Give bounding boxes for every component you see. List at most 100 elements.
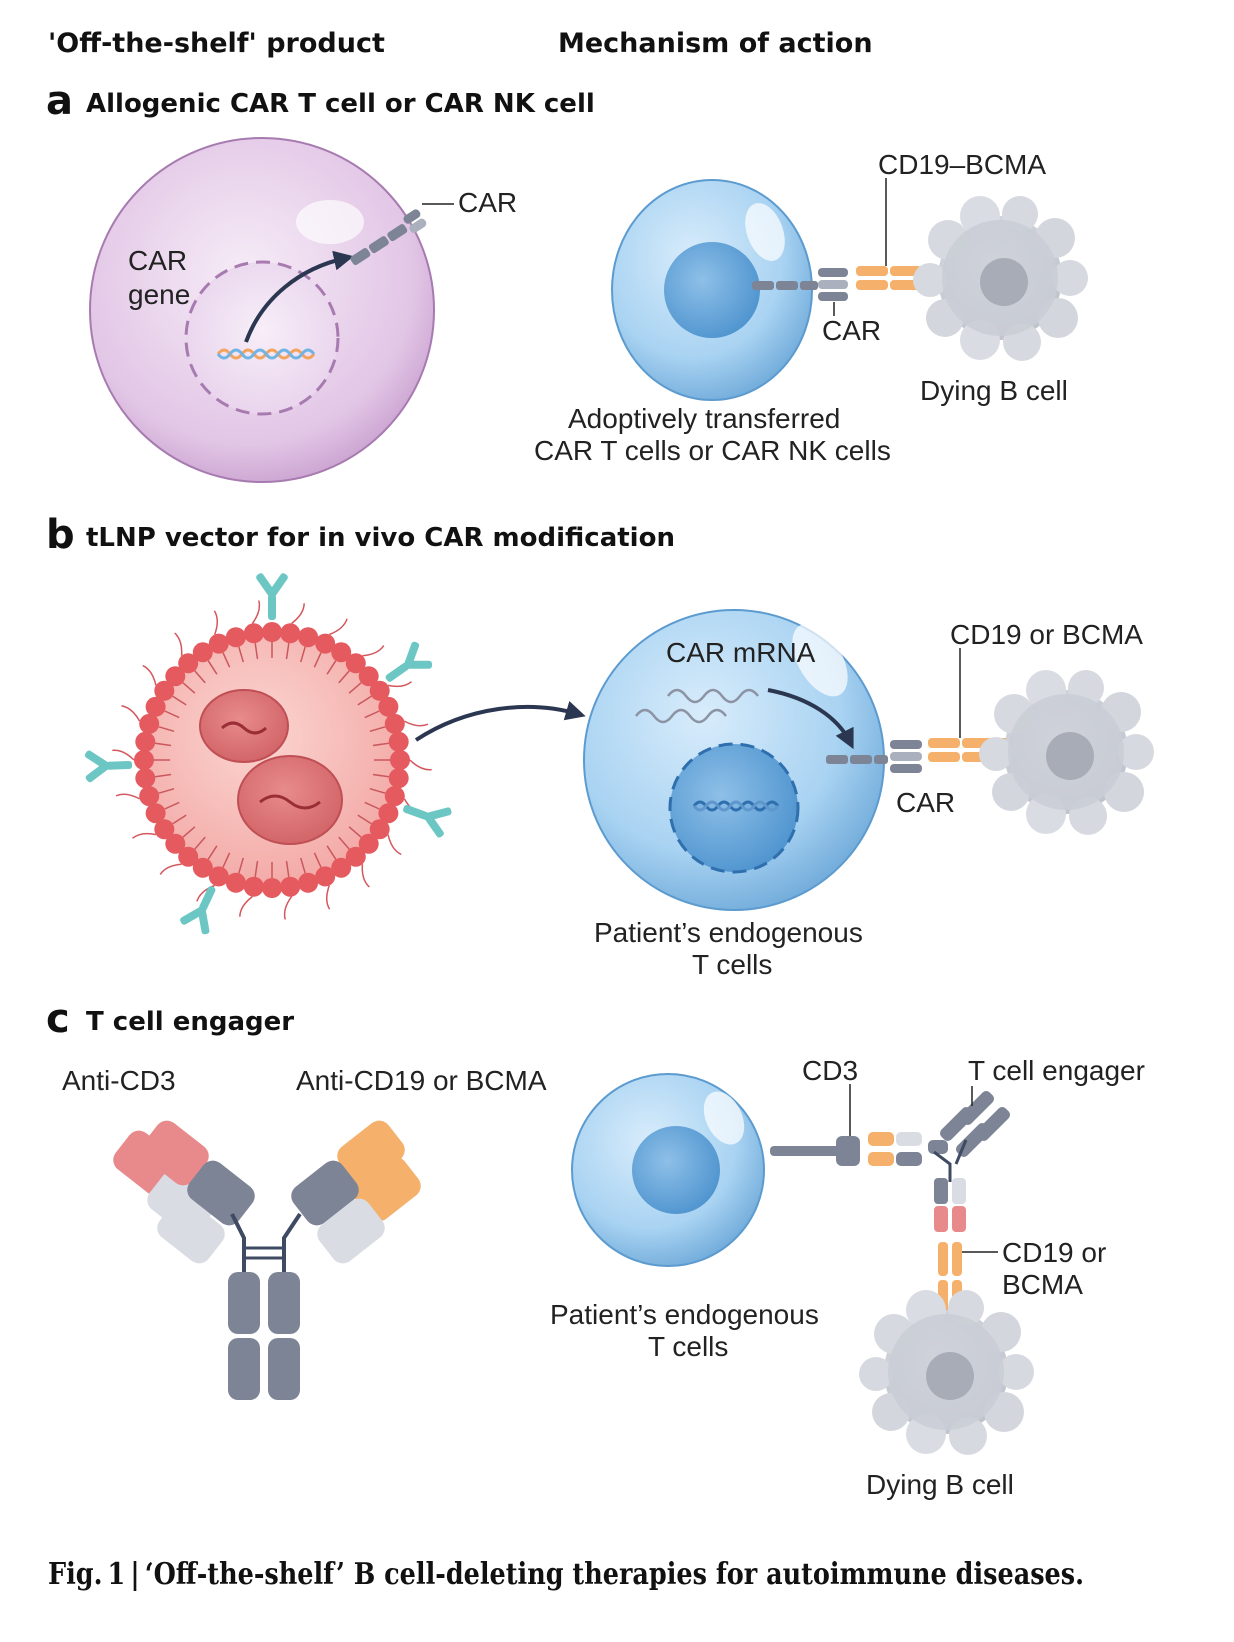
lipid-tail — [369, 726, 386, 733]
panel-c-anti-cd19: Anti-CD19 or BCMA — [296, 1065, 547, 1096]
panel-b-title: tLNP vector for in vivo CAR modification — [86, 523, 675, 553]
lipid-tail — [326, 845, 337, 860]
lipid-bead — [135, 731, 156, 752]
panel-c-title: T cell engager — [86, 1007, 294, 1037]
lipid-bead — [384, 713, 405, 734]
peg-tail — [251, 600, 261, 624]
lipid-tail — [194, 836, 206, 850]
lipid-bead — [369, 819, 390, 840]
surface-antibody — [180, 886, 216, 935]
panel-a-car-label-right: CAR — [822, 315, 881, 346]
peg-tail — [387, 681, 412, 688]
lipid-tail — [326, 660, 337, 675]
panel-c-cells-line2: T cells — [648, 1331, 728, 1362]
lipid-bead — [345, 653, 366, 674]
lipid-bead — [208, 866, 229, 887]
endogenous-t-cell-c — [571, 1073, 765, 1267]
lipid-tail — [194, 670, 206, 684]
lipid-bead — [208, 633, 229, 654]
bound-engager — [868, 1090, 1011, 1232]
lipid-tail — [338, 836, 350, 850]
lipid-bead — [225, 627, 246, 648]
peg-tail — [112, 749, 135, 761]
panel-c-letter: c — [46, 996, 70, 1042]
peg-tail — [239, 895, 253, 917]
lipid-bead — [298, 872, 319, 893]
peg-tail — [142, 664, 157, 686]
lipid-tail — [155, 742, 172, 747]
figure-caption: Fig. 1 | ‘Off-the-shelf’ B cell-deleting… — [48, 1557, 1084, 1592]
lipid-tail — [182, 826, 196, 838]
lipid-tail — [348, 682, 362, 694]
car-receptor-a-mechanism — [752, 268, 848, 301]
lipid-bead — [145, 803, 166, 824]
header-mechanism: Mechanism of action — [558, 28, 873, 59]
surface-antibody — [403, 804, 452, 838]
lipid-bead — [390, 750, 410, 770]
surface-antibody — [385, 641, 432, 682]
lipid-bead — [135, 768, 156, 789]
lipid-bilayer — [134, 622, 410, 898]
lipid-bead — [280, 876, 301, 897]
lipid-tail — [285, 643, 290, 660]
peg-tail — [409, 759, 432, 771]
panel-c-anti-cd3: Anti-CD3 — [62, 1065, 176, 1096]
curved-arrow-icon — [767, 688, 854, 750]
curved-arrow-icon — [244, 250, 354, 343]
lipid-tail — [299, 646, 306, 663]
lipid-tail — [155, 773, 172, 778]
lipid-bead — [154, 680, 175, 701]
lipid-bead — [262, 622, 282, 642]
lipid-tail — [364, 801, 380, 810]
lipid-bead — [134, 750, 154, 770]
lipid-bead — [369, 680, 390, 701]
panel-b-letter: b — [46, 512, 75, 558]
lipid-bead — [331, 642, 352, 663]
lipid-bead — [298, 627, 319, 648]
lipid-tail — [158, 726, 175, 733]
lipid-tail — [372, 742, 389, 747]
dying-b-cell-c — [859, 1290, 1034, 1455]
dna-helix-icon — [216, 348, 316, 360]
lipid-bead — [358, 666, 379, 687]
lipid-bead — [388, 768, 409, 789]
lipid-tail — [172, 814, 187, 825]
dying-b-cell-a — [913, 196, 1088, 361]
lipid-bead — [139, 786, 160, 807]
lipid-tail — [364, 710, 380, 719]
lipid-tail — [182, 682, 196, 694]
lipid-bead — [378, 696, 399, 717]
lipid-bead — [192, 642, 213, 663]
lipid-bead — [345, 846, 366, 867]
lipid-tail — [158, 787, 175, 794]
lipid-tail — [285, 860, 290, 877]
lipid-tail — [372, 773, 389, 778]
peg-tail — [115, 793, 140, 800]
peg-tail — [159, 863, 182, 875]
lipid-tail — [238, 646, 245, 663]
lipid-tail — [348, 826, 362, 838]
lipid-bead — [225, 872, 246, 893]
peg-tail — [387, 834, 402, 856]
dna-helix-icon — [692, 800, 780, 812]
lipid-bead — [331, 857, 352, 878]
panel-b-cells-line1: Patient’s endogenous — [594, 917, 863, 948]
lipid-bead — [243, 876, 264, 897]
panel-b-target-label: CD19 or BCMA — [950, 619, 1143, 650]
tlnp-vector — [112, 600, 432, 920]
panel-c-dying-label: Dying B cell — [866, 1469, 1014, 1500]
panel-a-title: Allogenic CAR T cell or CAR NK cell — [86, 89, 595, 119]
surface-antibody — [256, 573, 288, 620]
peg-tail — [329, 618, 348, 636]
lipid-bead — [165, 833, 186, 854]
lipid-bead — [378, 803, 399, 824]
panel-c-engager-label: T cell engager — [968, 1055, 1145, 1086]
panel-b-cells-line2: T cells — [692, 949, 772, 980]
lipid-tail — [164, 801, 180, 810]
peg-tail — [196, 884, 215, 902]
b-cell-b — [979, 670, 1154, 835]
lipid-bead — [145, 696, 166, 717]
lipid-tail — [238, 857, 245, 874]
lipid-bead — [315, 866, 336, 887]
car-receptor-a — [350, 209, 427, 266]
